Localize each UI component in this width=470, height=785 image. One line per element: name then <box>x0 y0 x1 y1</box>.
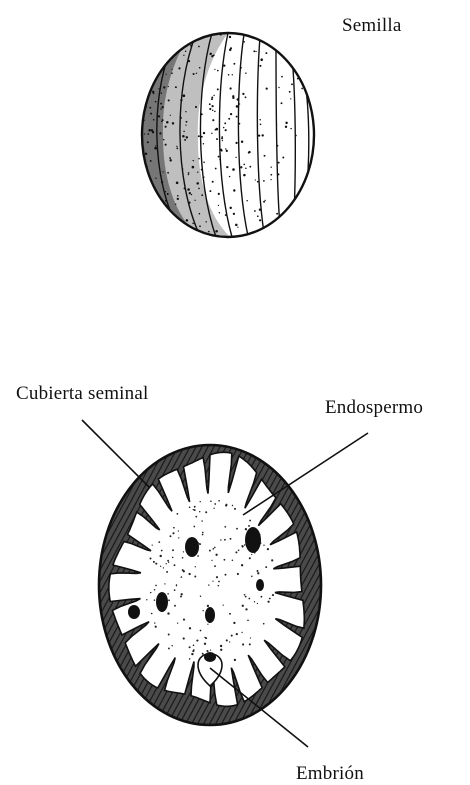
seed-cross-section <box>0 445 413 725</box>
seed-coat-leader <box>82 420 150 488</box>
embryo-core <box>204 652 216 662</box>
whole-seed-drawing <box>142 33 314 237</box>
